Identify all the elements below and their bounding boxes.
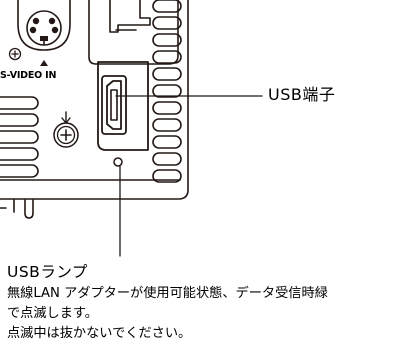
usb-lamp-description: 無線LAN アダプターが使用可能状態、データ受信時緑 で点滅します。 点滅中は抜…: [7, 284, 411, 344]
vent-slots-right: [152, 0, 182, 183]
usb-lamp-label: USBランプ: [7, 263, 88, 281]
usb-panel: [97, 61, 149, 151]
svideo-in-label: S-VIDEO IN: [0, 70, 57, 81]
usb-lamp-led: [113, 157, 123, 167]
description-line-2: で点滅します。: [7, 306, 98, 321]
screw-icon-usb: [53, 111, 79, 148]
usb-port-label: USB端子: [268, 85, 336, 104]
lan-connector: [109, 0, 151, 33]
vent-slots-left: [0, 96, 39, 178]
s-video-connector: [17, 0, 71, 51]
description-line-3: 点滅中は抜かないでください。: [7, 326, 192, 341]
description-line-1: 無線LAN アダプターが使用可能状態、データ受信時緑: [7, 286, 328, 301]
device-body-outline: [0, 0, 189, 200]
svideo-arrow: [40, 60, 48, 66]
device-feet: [0, 199, 34, 219]
screw-icon-svideo: [8, 47, 22, 61]
usb-port: [101, 75, 127, 135]
